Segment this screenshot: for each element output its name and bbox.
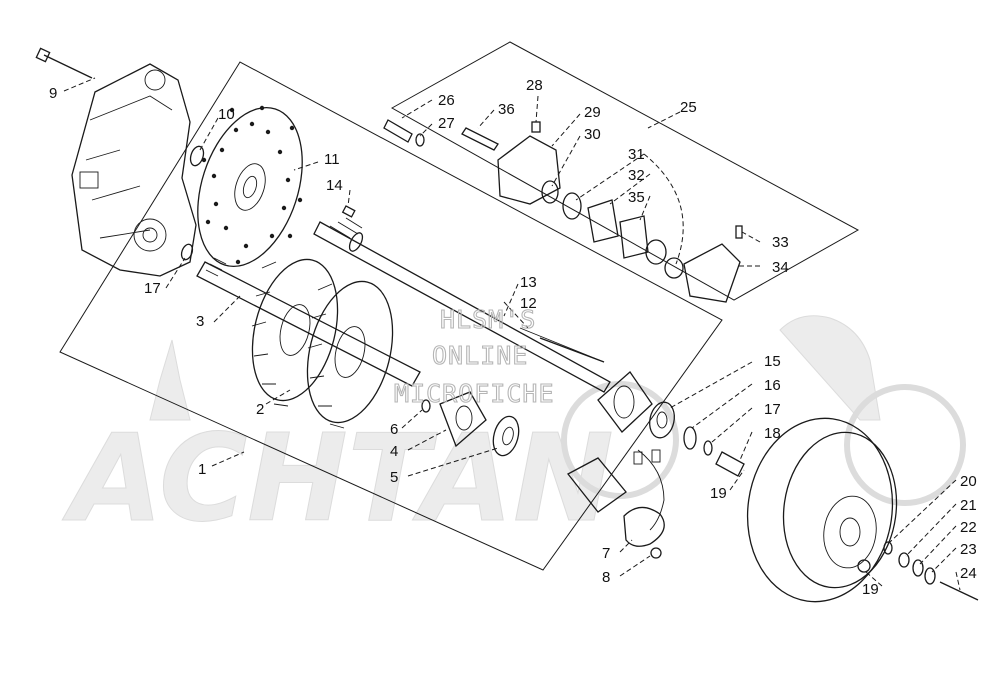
callout-3: 3 (196, 313, 204, 330)
callout-numbers: 9 10 11 14 17 3 2 1 13 12 6 4 5 7 8 15 1… (49, 77, 977, 598)
watermark-line-1: HLSM'S (440, 305, 536, 334)
callout-31: 31 (628, 146, 645, 163)
washer-10 (189, 145, 205, 167)
callout-18: 18 (764, 425, 781, 442)
callout-19-lower: 19 (862, 581, 879, 598)
screw-28 (531, 121, 541, 133)
callout-11: 11 (324, 151, 340, 168)
brand-watermark: ACHTAN (62, 315, 966, 550)
washer-24 (924, 567, 936, 585)
callout-23: 23 (960, 541, 977, 558)
assembly-boxes (59, 41, 860, 571)
callout-2: 2 (256, 401, 264, 418)
drive-sprockets-2 (251, 258, 394, 429)
callout-20: 20 (960, 473, 977, 490)
bearing-15 (649, 401, 675, 439)
callout-30: 30 (584, 126, 601, 143)
watermark-line-2: ONLINE (432, 341, 528, 370)
callout-34: 34 (772, 259, 789, 276)
callout-19-upper: 19 (710, 485, 727, 502)
callout-35: 35 (628, 189, 645, 206)
key-14 (341, 205, 356, 218)
washer-17-right (703, 440, 713, 456)
bolt-9 (35, 47, 93, 79)
callout-29: 29 (584, 104, 601, 121)
upper-shaft (313, 217, 611, 393)
bearing-flange-4 (439, 391, 487, 448)
bleeder-26 (383, 119, 413, 143)
bleeder-33 (735, 225, 743, 239)
callout-26: 26 (438, 92, 455, 109)
callout-28: 28 (526, 77, 543, 94)
callout-12: 12 (520, 295, 537, 312)
callout-1: 1 (198, 461, 206, 478)
callout-4: 4 (390, 443, 398, 460)
callout-25: 25 (680, 99, 697, 116)
pin-36 (461, 127, 499, 151)
rider-silhouette (779, 315, 881, 421)
callout-15: 15 (764, 353, 781, 370)
callout-17-right: 17 (764, 401, 781, 418)
brake-disc-11 (197, 105, 303, 268)
callout-6: 6 (390, 421, 398, 438)
callout-27: 27 (438, 115, 455, 132)
washer-23 (912, 559, 924, 577)
callout-22: 22 (960, 519, 977, 536)
callout-13: 13 (520, 274, 537, 291)
seal-30 (541, 180, 559, 204)
bearing-5 (492, 415, 520, 457)
callout-5: 5 (390, 469, 398, 486)
washer-21 (883, 541, 893, 555)
site-watermark: HLSM'S ONLINE MICROFICHE (393, 304, 555, 408)
piston-31 (562, 192, 582, 220)
chaincase-housing (71, 63, 197, 277)
brake-caliper-parts (383, 119, 743, 303)
washer-22 (898, 552, 910, 568)
wheel-silhouette-right (844, 384, 966, 506)
callout-24: 24 (960, 565, 977, 582)
leader-lines (63, 77, 961, 591)
bearing-housing-plate (597, 371, 653, 433)
callout-7: 7 (602, 545, 610, 562)
watermark-line-3: MICROFICHE (394, 379, 555, 408)
tower-silhouette (149, 339, 191, 421)
callout-9: 9 (49, 85, 57, 102)
washer-16 (683, 426, 697, 450)
brake-caliper-assembly-box (390, 41, 860, 301)
callout-8: 8 (602, 569, 610, 586)
bolt-24 (939, 581, 979, 601)
callout-36: 36 (498, 101, 515, 118)
callout-33: 33 (772, 234, 789, 251)
callout-21: 21 (960, 497, 977, 514)
callout-10: 10 (218, 106, 235, 123)
callout-17-left: 17 (144, 280, 161, 297)
washer-27 (415, 133, 425, 147)
washer-31c (664, 257, 684, 279)
pad-32 (587, 199, 619, 243)
callout-16: 16 (764, 377, 781, 394)
brand-watermark-text: ACHTAN (62, 410, 614, 549)
callout-14: 14 (326, 177, 343, 194)
sensor-harness-7 (567, 449, 665, 547)
shaft-12-13 (519, 327, 605, 363)
spacer-18 (715, 451, 745, 477)
drive-shaft-assembly-box (59, 61, 723, 571)
seal-31b (645, 239, 667, 265)
pulley-20 (746, 417, 898, 603)
pin-6 (421, 399, 431, 413)
nut-8 (650, 547, 662, 559)
caliper-29 (497, 135, 561, 205)
pad-35 (619, 215, 649, 259)
drive-shaft-3 (196, 257, 421, 387)
callout-32: 32 (628, 167, 645, 184)
caliper-half-34 (683, 243, 741, 303)
